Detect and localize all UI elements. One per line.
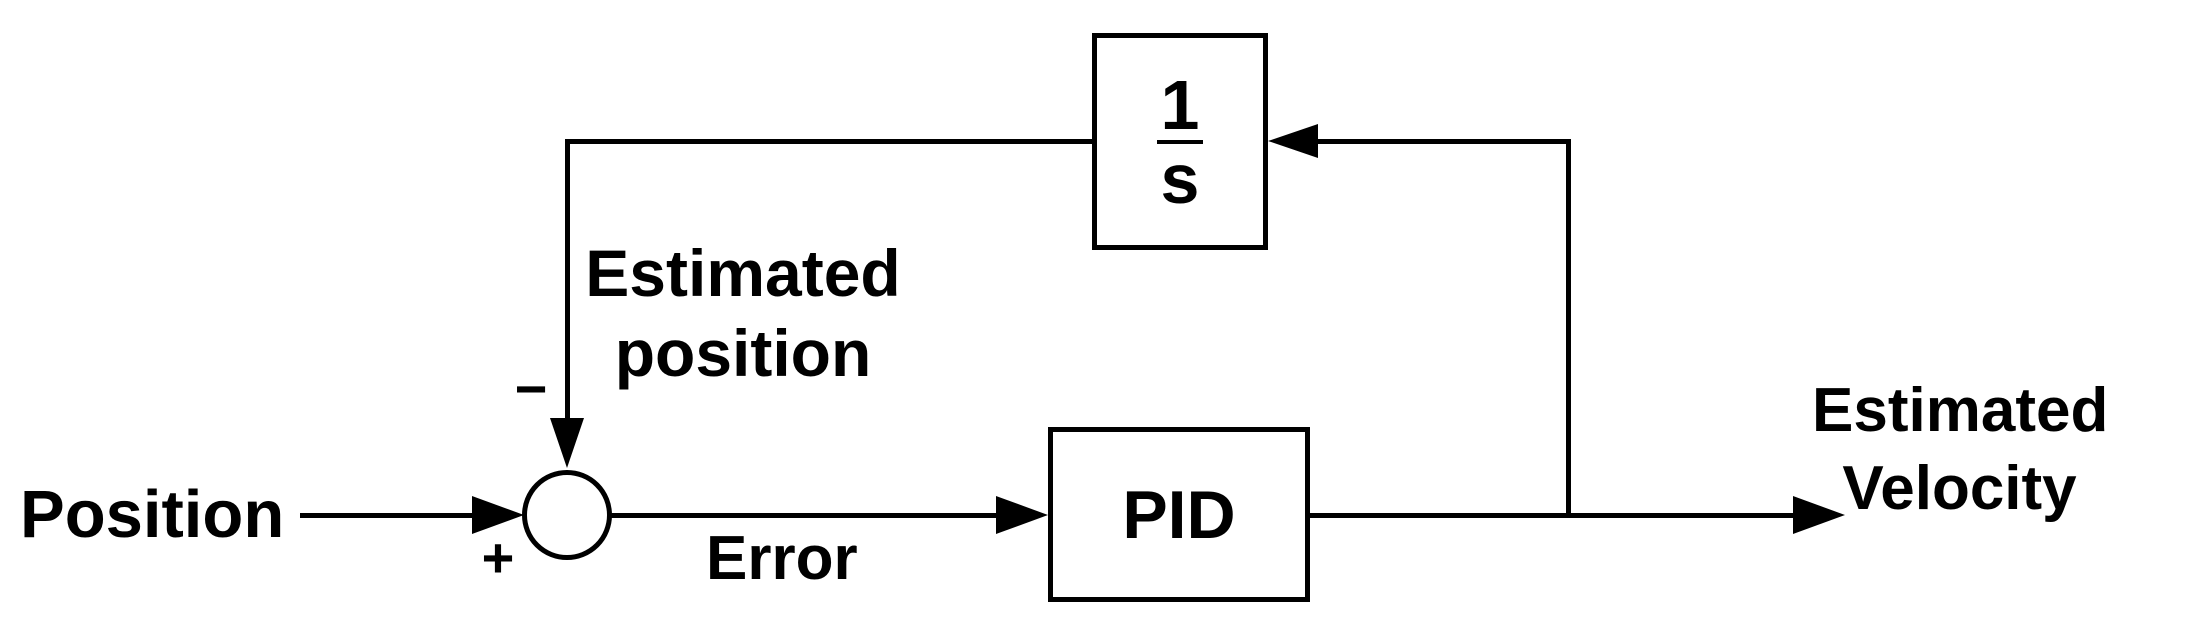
output-line bbox=[1308, 513, 1795, 518]
input-position-label: Position bbox=[20, 477, 285, 552]
integrator-numerator: 1 bbox=[1160, 65, 1200, 144]
estimated-position-line1: Estimated bbox=[585, 236, 901, 310]
estimated-velocity-label: Estimated Velocity bbox=[1812, 372, 2109, 528]
sum-plus-sign: + bbox=[481, 526, 515, 589]
sum-minus-sign: − bbox=[514, 357, 548, 420]
input-arrow-line bbox=[300, 513, 472, 518]
pid-block: PID bbox=[1048, 427, 1310, 602]
fraction-bar bbox=[1157, 139, 1203, 144]
estimated-velocity-line2: Velocity bbox=[1842, 454, 2077, 523]
sum-junction-circle bbox=[522, 470, 612, 560]
feedback-riser-line bbox=[1566, 139, 1571, 517]
input-arrowhead-icon bbox=[472, 496, 524, 534]
integrator-block: 1 s bbox=[1092, 33, 1268, 250]
estimated-position-line2: position bbox=[614, 316, 872, 390]
feedback-down-arrowhead-icon bbox=[550, 418, 584, 468]
integrator-input-arrowhead-icon bbox=[1268, 124, 1318, 158]
error-arrowhead-icon bbox=[996, 496, 1048, 534]
feedback-top-line bbox=[565, 139, 1095, 144]
error-label: Error bbox=[706, 524, 858, 593]
feedback-down-line bbox=[565, 141, 570, 421]
output-arrowhead-icon bbox=[1793, 496, 1845, 534]
pid-label: PID bbox=[1122, 476, 1236, 553]
integrator-transfer-function: 1 s bbox=[1157, 65, 1203, 218]
integrator-input-line bbox=[1318, 139, 1570, 144]
error-arrow-line bbox=[610, 513, 998, 518]
estimated-velocity-line1: Estimated bbox=[1812, 376, 2109, 445]
integrator-denominator: s bbox=[1160, 139, 1200, 218]
estimated-position-label: Estimated position bbox=[578, 233, 908, 393]
